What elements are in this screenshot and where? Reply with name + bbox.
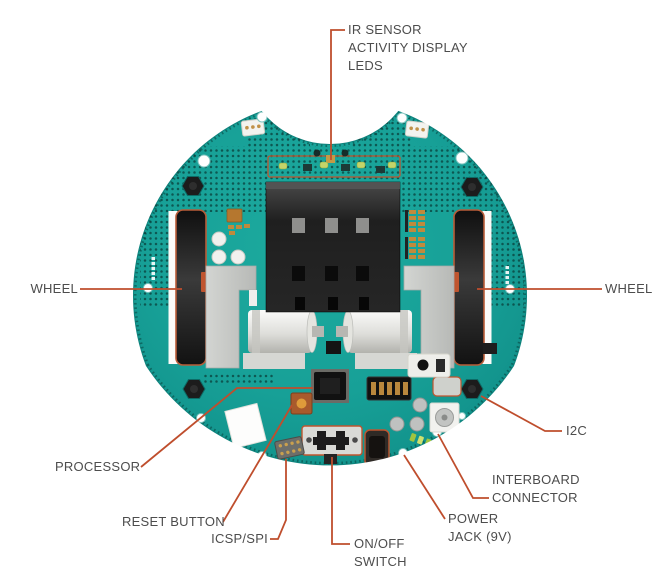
lcd-module xyxy=(265,181,401,313)
label-i2c: I2C xyxy=(566,423,587,438)
capacitors xyxy=(389,397,428,432)
label-power-jack: POWER JACK (9V) xyxy=(448,511,512,544)
silk-text-marks xyxy=(151,257,509,284)
onoff-switch-component xyxy=(301,425,363,464)
processor-chip xyxy=(311,369,349,403)
white-sticker xyxy=(224,402,267,449)
callout-interboard xyxy=(437,433,489,499)
callout-i2c xyxy=(480,395,562,432)
wheel-right-graphic xyxy=(452,209,492,366)
pad-dot xyxy=(313,149,321,157)
hex-standoffs xyxy=(181,176,484,399)
callout-icsp xyxy=(270,459,287,540)
crystal xyxy=(432,376,462,397)
callout-reset xyxy=(222,404,293,523)
i2c-connector xyxy=(460,379,484,399)
label-onoff-switch: ON/OFF SWITCH xyxy=(354,536,407,569)
motor-assembly-right xyxy=(336,265,455,369)
buzzer xyxy=(429,402,460,433)
label-wheel-right: WHEEL xyxy=(605,281,653,296)
status-leds xyxy=(409,433,432,448)
reset-button-component xyxy=(290,392,313,415)
small-white-part xyxy=(249,290,257,306)
label-interboard-connector: INTERBOARD CONNECTOR xyxy=(492,472,580,505)
callout-power xyxy=(403,454,446,520)
callout-ir-leds xyxy=(330,29,345,160)
callout-onoff xyxy=(331,457,350,545)
label-icsp-spi: ICSP/SPI xyxy=(211,531,268,546)
notch-rim xyxy=(242,0,418,145)
board-body xyxy=(129,0,531,469)
motor-assembly-left xyxy=(205,265,324,369)
label-reset-button: RESET BUTTON xyxy=(122,514,225,529)
center-ic xyxy=(326,341,341,354)
label-wheel-left: WHEEL xyxy=(30,281,78,296)
top-connector-left xyxy=(240,118,266,137)
wheel-left-graphic xyxy=(168,209,208,366)
ivory-connector xyxy=(407,353,451,378)
label-processor: PROCESSOR xyxy=(55,459,141,474)
via-dots xyxy=(140,118,524,385)
interboard-header xyxy=(366,376,412,401)
label-ir-leds: IR SENSOR ACTIVITY DISPLAY LEDS xyxy=(348,22,468,73)
small-ic xyxy=(483,343,497,354)
callout-lines xyxy=(80,29,602,545)
left-cluster xyxy=(211,208,250,265)
pad-dot xyxy=(341,149,349,157)
callout-processor xyxy=(140,387,313,468)
icsp-header xyxy=(274,436,305,460)
power-jack-component xyxy=(364,429,390,467)
right-pad-clusters xyxy=(405,210,425,259)
top-connector-right xyxy=(404,120,430,139)
